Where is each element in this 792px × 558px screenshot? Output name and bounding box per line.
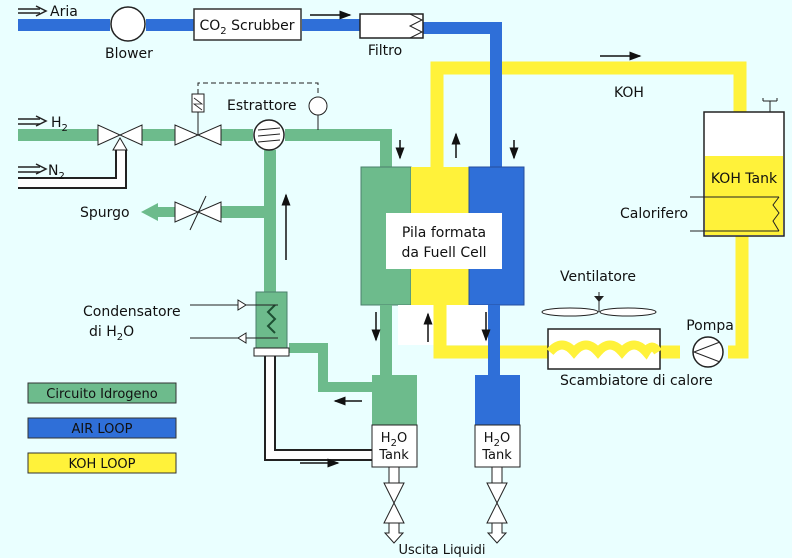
tank-air-tank-label: Tank xyxy=(481,448,512,463)
koh-tank[interactable]: KOH Tank xyxy=(690,98,785,237)
condenser-body[interactable] xyxy=(255,291,288,349)
heat-exchanger-coil xyxy=(546,340,662,360)
ventilatore-label: Ventilatore xyxy=(560,269,636,285)
condensatore-label-line1: Condensatore xyxy=(83,304,181,320)
n2-arrowhead xyxy=(35,163,48,175)
drain-pipe-hydrogen xyxy=(388,466,400,484)
fuel-cell-stack: Pila formata da Fuell Cell xyxy=(360,166,525,306)
legend-swatch xyxy=(27,452,177,474)
aria-label: Aria xyxy=(50,4,78,20)
filtro-box[interactable] xyxy=(359,13,424,39)
tank-hydrogen-tank-label: Tank xyxy=(378,448,409,463)
water-return-pipe xyxy=(266,355,377,459)
n2-pipe xyxy=(18,150,125,187)
stack-label-line1: Pila formata xyxy=(402,225,486,241)
legend-label: Circuito Idrogeno xyxy=(46,387,158,402)
drain-valve-hydrogen-icon[interactable] xyxy=(383,482,405,524)
hydrogen-loop-pipes xyxy=(18,129,392,392)
h2-label: H2 xyxy=(51,115,68,134)
uscita-liquidi-label: Uscita Liquidi xyxy=(398,543,485,558)
calorifero-label: Calorifero xyxy=(620,206,688,222)
three-way-valve-icon[interactable] xyxy=(97,124,143,146)
pompa-arrow xyxy=(692,341,721,363)
coolant-in-arrow-icon xyxy=(237,299,247,311)
h2-inlet-arrow-icon xyxy=(18,118,40,125)
drain-valves xyxy=(383,466,508,544)
koh-label: KOH xyxy=(614,85,644,101)
fan-blade-right xyxy=(599,307,657,317)
co2-scrubber-label: CO2 Scrubber xyxy=(200,18,295,37)
h2-arrowhead xyxy=(35,115,48,127)
tank-air-label: H2O xyxy=(484,431,510,449)
pressure-sensor-icon xyxy=(308,96,328,116)
blower-label: Blower xyxy=(105,46,153,62)
fan-blade-left xyxy=(541,307,599,317)
h2o-tank-air: H2O Tank xyxy=(474,375,521,468)
pompa-label: Pompa xyxy=(686,318,734,334)
h2o-tank-hydrogen: H2O Tank xyxy=(371,375,418,468)
tank-air-body xyxy=(474,424,521,468)
filter-element-icon xyxy=(408,13,424,39)
h2-pipe-condenser-return xyxy=(289,343,375,392)
blower-icon[interactable] xyxy=(110,6,146,42)
coolant-out-arrow-icon xyxy=(237,332,247,344)
koh-pipe-top xyxy=(430,61,747,176)
aria-arrowhead xyxy=(35,5,48,17)
aria-inlet-arrow-icon xyxy=(18,8,40,14)
koh-tank-vent-icon xyxy=(762,98,778,112)
ventilatore-icon[interactable] xyxy=(594,296,604,302)
stack-label-line2: da Fuell Cell xyxy=(401,245,486,261)
air-pipe-filter xyxy=(423,22,502,170)
solenoid-coil xyxy=(192,97,204,111)
condenser-drain xyxy=(253,347,290,357)
legend-label: AIR LOOP xyxy=(72,422,133,437)
scambiatore-label: Scambiatore di calore xyxy=(560,373,713,389)
solenoid-icon xyxy=(191,93,205,113)
estrattore-label: Estrattore xyxy=(227,98,297,114)
co2-scrubber-box[interactable] xyxy=(193,8,302,41)
legend-swatch xyxy=(27,382,177,404)
drain-outlet-hydrogen-icon xyxy=(383,522,405,544)
estrattore-blades xyxy=(257,127,281,143)
drain-outlet-air-icon xyxy=(486,522,508,544)
purge-valve-adjust xyxy=(189,195,207,231)
tank-air-water-level xyxy=(475,375,520,425)
drain-pipe-air xyxy=(491,466,503,484)
filtro-label: Filtro xyxy=(368,43,402,59)
control-signal-line xyxy=(197,82,319,96)
h2-pipe-to-stack xyxy=(285,129,392,170)
n2-inlet-arrow-icon xyxy=(18,166,40,173)
legend-label: KOH LOOP xyxy=(68,457,135,472)
koh-tank-fill xyxy=(705,156,783,235)
spurgo-label: Spurgo xyxy=(80,205,130,221)
koh-tank-label: KOH Tank xyxy=(711,171,778,187)
three-way-valve-port xyxy=(112,137,128,151)
condensatore-label-line2: di H2O xyxy=(89,324,134,343)
n2-label: N2 xyxy=(48,163,65,182)
tank-hydrogen-label: H2O xyxy=(381,431,407,449)
calorifero-leads xyxy=(690,196,779,232)
drain-valve-air-icon[interactable] xyxy=(486,482,508,524)
condenser-coil-icon xyxy=(266,304,277,334)
tank-hydrogen-water-level xyxy=(372,375,417,425)
purge-arrow-icon xyxy=(141,203,158,221)
pompa-icon[interactable] xyxy=(692,336,724,368)
stack-label-box xyxy=(386,213,502,269)
legend-swatch xyxy=(27,417,177,439)
calorifero-coil-icon xyxy=(772,196,780,232)
koh-pipe-right xyxy=(728,236,749,359)
